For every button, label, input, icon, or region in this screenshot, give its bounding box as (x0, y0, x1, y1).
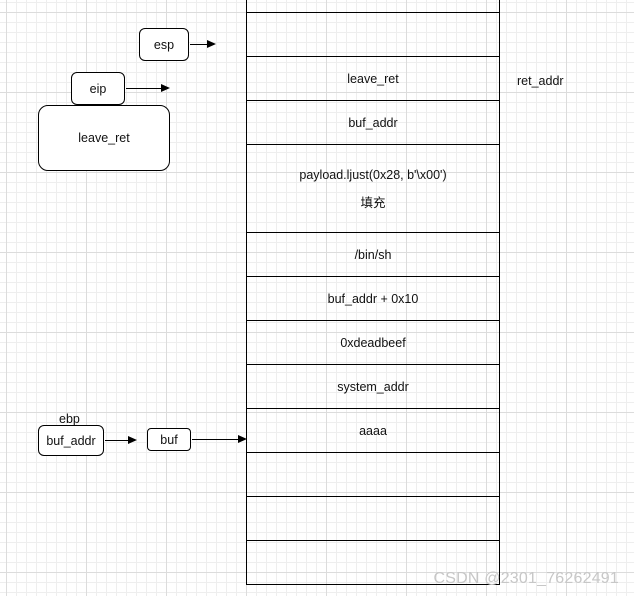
ebp-to-buf-arrow (105, 436, 137, 444)
stack-cell-top (247, 0, 499, 12)
stack-cell-bin-sh: /bin/sh (247, 232, 499, 276)
stack-cell-empty (247, 496, 499, 540)
ebp-value-label: buf_addr (46, 433, 96, 448)
stack-cell-system-addr: system_addr (247, 364, 499, 408)
stack-cell-buf-addr: buf_addr (247, 100, 499, 144)
leave-ret-gadget-box: leave_ret (38, 105, 170, 171)
stack-cell-deadbeef: 0xdeadbeef (247, 320, 499, 364)
stack-cell-label: aaaa (359, 423, 387, 438)
stack-cell-empty (247, 452, 499, 496)
stack-diagram: leave_ret buf_addr payload.ljust(0x28, b… (246, 0, 500, 585)
esp-register-box: esp (139, 28, 189, 61)
stack-cell-leave-ret: leave_ret (247, 56, 499, 100)
stack-cell-aaaa: aaaa (247, 408, 499, 452)
stack-cell-label: buf_addr (348, 115, 398, 130)
eip-register-box: eip (71, 72, 125, 105)
stack-cell-esp-slot (247, 12, 499, 56)
stack-cell-label: system_addr (337, 379, 409, 394)
buf-arrow (192, 435, 247, 443)
stack-cell-empty (247, 540, 499, 584)
ret-addr-label: ret_addr (517, 74, 564, 88)
buf-label: buf (160, 432, 178, 447)
stack-cell-label: payload.ljust(0x28, b'\x00') (299, 167, 447, 182)
esp-label: esp (153, 37, 175, 52)
stack-cell-sublabel: 填充 (360, 195, 386, 210)
stack-cell-label: leave_ret (347, 71, 399, 86)
csdn-watermark: CSDN @2301_76262491 (433, 570, 619, 587)
leave-ret-gadget-label: leave_ret (78, 131, 130, 145)
stack-cell-label: buf_addr + 0x10 (327, 291, 419, 306)
stack-cell-label: /bin/sh (354, 247, 392, 262)
stack-cell-label: 0xdeadbeef (340, 335, 406, 350)
eip-label: eip (89, 81, 107, 96)
ebp-value-box: buf_addr (38, 425, 104, 456)
esp-arrow (190, 40, 216, 48)
eip-arrow (126, 84, 170, 92)
stack-cell-buf-addr-plus: buf_addr + 0x10 (247, 276, 499, 320)
stack-cell-padding: payload.ljust(0x28, b'\x00') 填充 (247, 144, 499, 232)
buf-box: buf (147, 428, 191, 451)
ebp-label: ebp (59, 412, 80, 426)
